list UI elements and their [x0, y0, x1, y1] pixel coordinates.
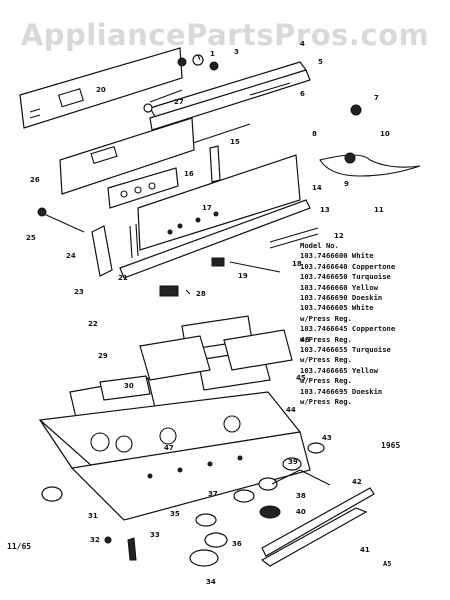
front-rail — [119, 199, 319, 279]
model-line: 103.7466605 White — [300, 303, 374, 313]
model-line: 103.7466600 White — [300, 251, 374, 261]
svg-text:30: 30 — [124, 382, 134, 390]
svg-text:35: 35 — [170, 510, 180, 518]
trim-strip — [260, 487, 375, 567]
svg-text:27: 27 — [174, 98, 184, 106]
model-line: w/Press Reg. — [300, 397, 352, 407]
model-line: 103.7466640 Coppertone — [300, 261, 396, 271]
svg-text:4: 4 — [300, 40, 305, 48]
model-line: 103.7466690 Doeskin — [300, 293, 383, 303]
top-knobs — [143, 54, 219, 113]
svg-text:45: 45 — [296, 374, 306, 382]
model-line: w/Press Reg. — [300, 334, 352, 344]
svg-text:41: 41 — [360, 546, 370, 554]
back-panel — [19, 47, 183, 129]
svg-text:8: 8 — [312, 130, 317, 138]
svg-text:46: 46 — [300, 336, 310, 344]
valve-body — [159, 285, 179, 297]
model-line: 103.7466645 Coppertone — [300, 324, 396, 334]
svg-text:3: 3 — [234, 48, 239, 56]
svg-text:24: 24 — [66, 252, 76, 260]
valve — [211, 257, 225, 267]
svg-text:1: 1 — [210, 50, 215, 58]
model-line: w/Press Reg. — [300, 313, 352, 323]
svg-text:34: 34 — [206, 578, 216, 586]
date-code: 11/65 — [7, 542, 32, 551]
svg-text:16: 16 — [184, 170, 194, 178]
svg-text:13: 13 — [320, 206, 330, 214]
svg-text:23: 23 — [74, 288, 84, 296]
svg-text:17: 17 — [202, 204, 212, 212]
svg-text:28: 28 — [196, 290, 206, 298]
svg-text:22: 22 — [88, 320, 98, 328]
svg-text:10: 10 — [380, 130, 390, 138]
svg-text:9: 9 — [344, 180, 349, 188]
burner-knobs — [195, 442, 325, 548]
callout-numbers: 20 1 3 27 4 5 6 7 8 10 9 11 12 13 14 15 … — [26, 40, 390, 586]
backguard-rail — [149, 61, 311, 131]
side-panel — [91, 223, 139, 277]
bracket — [209, 145, 221, 183]
model-line: w/Press Reg. — [300, 376, 352, 386]
svg-text:33: 33 — [150, 531, 160, 539]
control-panel — [59, 117, 195, 209]
svg-text:40: 40 — [296, 508, 306, 516]
svg-text:6: 6 — [300, 90, 305, 98]
svg-text:14: 14 — [312, 184, 322, 192]
svg-text:31: 31 — [88, 512, 98, 520]
svg-text:37: 37 — [208, 490, 218, 498]
svg-text:25: 25 — [26, 234, 36, 242]
svg-text:36: 36 — [232, 540, 242, 548]
svg-text:38: 38 — [296, 492, 306, 500]
cooktop-body — [38, 391, 311, 521]
svg-text:11: 11 — [374, 206, 384, 214]
svg-text:19: 19 — [238, 272, 248, 280]
model-line: 103.7466655 Turquoise — [300, 345, 391, 355]
svg-text:43: 43 — [322, 434, 332, 442]
svg-text:5: 5 — [318, 58, 323, 66]
model-line: w/Press Reg. — [300, 355, 352, 365]
svg-text:26: 26 — [30, 176, 40, 184]
model-line: 103.7466665 Yellow — [300, 365, 378, 375]
manifold-panel — [137, 154, 301, 251]
svg-text:47: 47 — [164, 444, 174, 452]
svg-text:39: 39 — [288, 458, 298, 466]
year-label: 1965 — [381, 441, 401, 450]
leader-lines — [149, 54, 331, 486]
svg-text:18: 18 — [292, 260, 302, 268]
pin — [127, 537, 137, 561]
svg-text:44: 44 — [286, 406, 296, 414]
corner-code: A5 — [383, 560, 392, 568]
svg-text:29: 29 — [98, 352, 108, 360]
model-line: 103.7466660 Yellow — [300, 282, 378, 292]
svg-text:42: 42 — [352, 478, 362, 486]
svg-text:15: 15 — [230, 138, 240, 146]
svg-text:7: 7 — [374, 94, 379, 102]
model-line: 103.7466695 Doeskin — [300, 386, 383, 396]
gas-hose — [319, 154, 421, 177]
model-number-list: Model No. 103.7466600 White 103.7466640 … — [300, 241, 395, 408]
svg-text:12: 12 — [334, 232, 344, 240]
screw — [43, 213, 85, 233]
burner-cap — [41, 486, 63, 502]
model-header: Model No. — [300, 241, 339, 250]
svg-text:32: 32 — [90, 536, 100, 544]
model-line: 103.7466650 Turquoise — [300, 272, 391, 282]
svg-text:21: 21 — [118, 274, 128, 282]
watermark: AppliancePartsPros.com — [20, 18, 430, 52]
svg-text:20: 20 — [96, 86, 106, 94]
